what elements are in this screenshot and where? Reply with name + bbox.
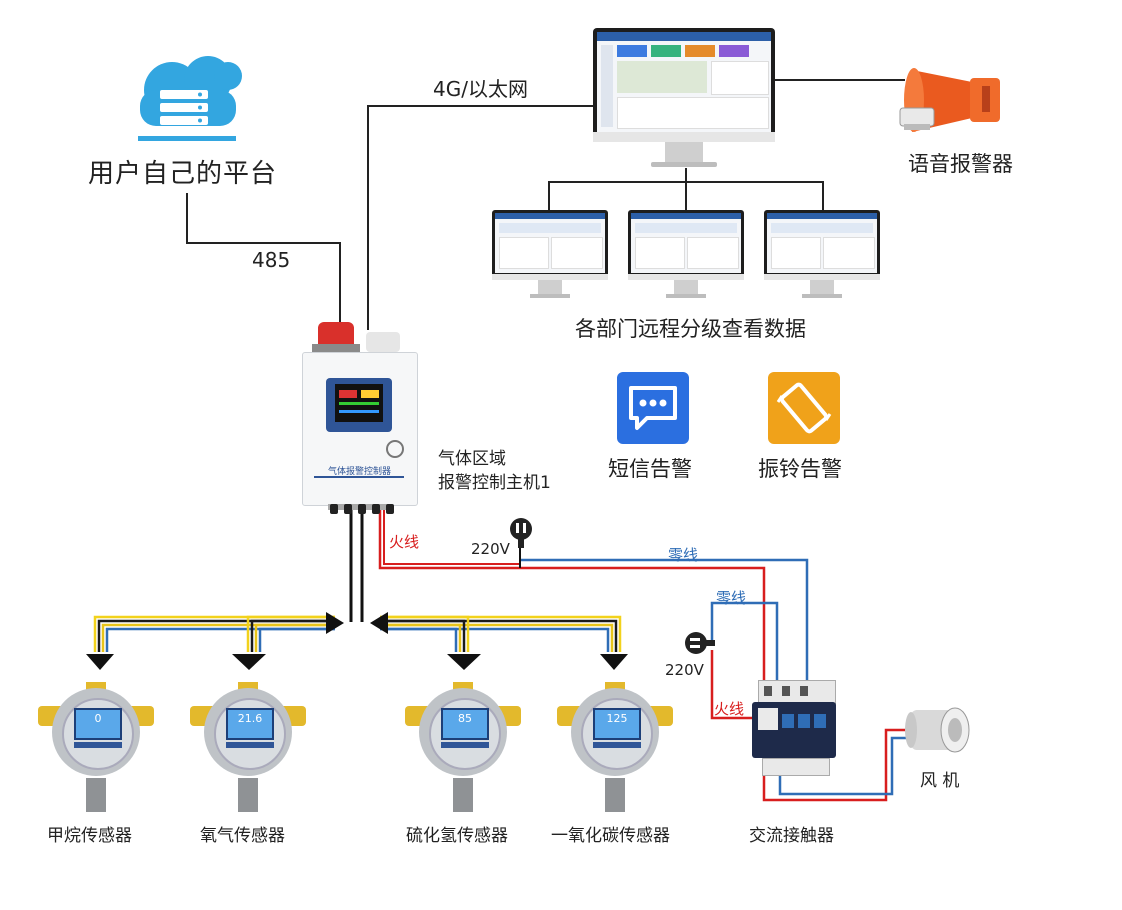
sensor-hydrogen-sulfide-reading: 85 — [458, 712, 472, 725]
contactor-label: 交流接触器 — [749, 826, 834, 846]
controller-label-line1: 气体区域 — [438, 449, 506, 469]
platform-label: 用户自己的平台 — [88, 159, 278, 189]
fan-wire-red — [762, 728, 910, 802]
arrow-trunk-left — [326, 612, 344, 634]
sensor-carbon-monoxide-reading: 125 — [606, 712, 628, 725]
neutral-wire-mid — [710, 601, 779, 690]
fan-wire-blue — [778, 736, 910, 796]
rs485-link-label: 485 — [252, 248, 291, 272]
sms-alert-icon — [617, 372, 689, 444]
sensor-carbon-monoxide: 125 — [557, 682, 673, 812]
main-monitor-screen — [597, 32, 771, 132]
alarm-controller: 气体报警控制器 — [300, 320, 418, 514]
sensor-bus-left — [93, 615, 335, 652]
monitor-bus — [548, 168, 687, 210]
neutral-wire-label-mid: 零线 — [716, 589, 747, 607]
network-link-label: 4G/以太网 — [433, 77, 528, 101]
arrow-trunk-right — [370, 612, 388, 634]
strobe-light-icon — [318, 322, 354, 346]
alarm-speaker-icon — [899, 68, 1000, 132]
monitors-caption: 各部门远程分级查看数据 — [575, 317, 806, 341]
sensor-bus-right — [380, 615, 622, 652]
sensor-methane-label: 甲烷传感器 — [47, 826, 132, 846]
live-wire-top — [378, 505, 766, 690]
live-wire-top-2 — [383, 505, 520, 565]
neutral-wire-label-top: 零线 — [668, 546, 699, 564]
network-line — [367, 105, 598, 330]
live-wire-label-top: 火线 — [389, 533, 420, 551]
alarm-speaker-label: 语音报警器 — [908, 152, 1013, 176]
sensor-carbon-monoxide-label: 一氧化碳传感器 — [551, 826, 670, 846]
sensor-oxygen-label: 氧气传感器 — [200, 826, 285, 846]
voltage-label-top: 220V — [471, 540, 510, 558]
vibrate-alert-icon — [768, 372, 840, 444]
controller-knob — [386, 440, 404, 458]
controller-label-line2: 报警控制主机1 — [438, 473, 551, 493]
department-monitor-3 — [764, 210, 880, 300]
department-monitor-1 — [492, 210, 608, 300]
controller-panel-text: 气体报警控制器 — [328, 467, 392, 477]
sensor-methane-reading: 0 — [94, 712, 102, 725]
fan-label: 风 机 — [920, 771, 960, 791]
vibrate-alert-label: 振铃告警 — [758, 457, 842, 481]
main-monitor — [593, 28, 775, 170]
neutral-wire-top — [520, 558, 809, 690]
department-monitor-2 — [628, 210, 744, 300]
live-wire-mid — [710, 650, 760, 720]
sensor-hydrogen-sulfide: 85 — [405, 682, 521, 812]
sensor-oxygen: 21.6 — [190, 682, 306, 812]
fan-icon — [905, 707, 970, 753]
power-plug-icon-mid — [685, 632, 715, 654]
sensor-oxygen-reading: 21.6 — [237, 712, 263, 725]
sms-alert-label: 短信告警 — [608, 457, 692, 481]
ac-contactor — [752, 680, 836, 780]
sensor-hydrogen-sulfide-label: 硫化氢传感器 — [406, 826, 508, 846]
power-plug-icon-top — [510, 518, 532, 548]
voltage-label-mid: 220V — [665, 661, 704, 679]
live-wire-label-mid: 火线 — [714, 700, 745, 718]
sensor-methane: 0 — [38, 682, 154, 812]
cloud-server-icon — [138, 56, 242, 141]
rs485-line — [186, 193, 341, 330]
